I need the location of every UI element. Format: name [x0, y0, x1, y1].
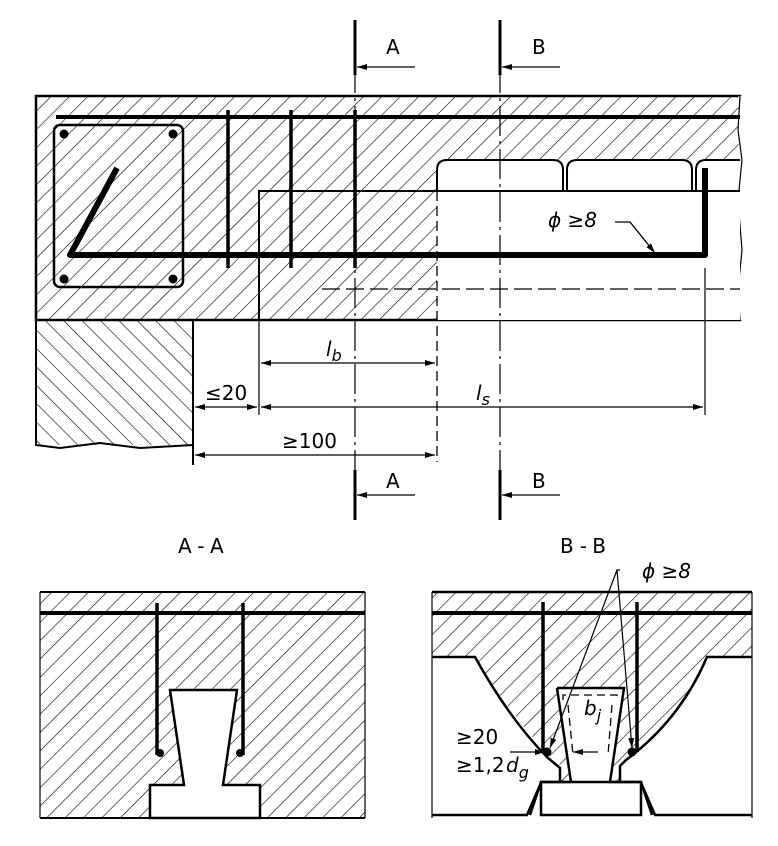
- dimension-bj: bj: [584, 696, 602, 725]
- beam-concrete-hatch: [36, 96, 740, 320]
- section-marker-a-top: A: [386, 35, 400, 59]
- shear-key: [148, 688, 262, 820]
- cover-min12: ≥1,2: [456, 753, 505, 777]
- rebar-diameter-note: ϕ ≥8: [548, 208, 597, 232]
- stirrup-cage: [52, 123, 185, 289]
- section-bb: B-B ϕ ≥8 ≥20 ≥1,2 dg bj: [431, 534, 753, 818]
- dimensions: [192, 268, 706, 465]
- beam-elevation: ϕ ≥8: [34, 94, 743, 465]
- dimension-max20: ≤20: [205, 381, 247, 405]
- section-marker-b-top: B: [532, 35, 546, 59]
- dimension-dg: dg: [506, 753, 529, 782]
- section-marker-b-bottom: B: [532, 469, 546, 493]
- dimension-lb: lb: [326, 337, 342, 365]
- corner-bars: [59, 129, 178, 284]
- hollow-blocks: [436, 159, 740, 320]
- joint-width-hidden: [562, 694, 618, 756]
- precast-plank-outline: [258, 190, 740, 320]
- section-line-b: B B: [498, 20, 560, 520]
- section-marker-a-bottom: A: [386, 469, 400, 493]
- tie-bar: [67, 166, 708, 258]
- cover-min20: ≥20: [456, 725, 498, 749]
- dimension-min100: ≥100: [282, 429, 337, 453]
- section-bb-title: B-B: [560, 534, 612, 558]
- section-aa-title: A-A: [178, 534, 230, 558]
- section-line-a: A A: [353, 20, 415, 520]
- section-aa: A-A: [39, 534, 366, 820]
- section-bb-rebar-note: ϕ ≥8: [642, 559, 691, 583]
- dimension-ls: ls: [476, 381, 490, 409]
